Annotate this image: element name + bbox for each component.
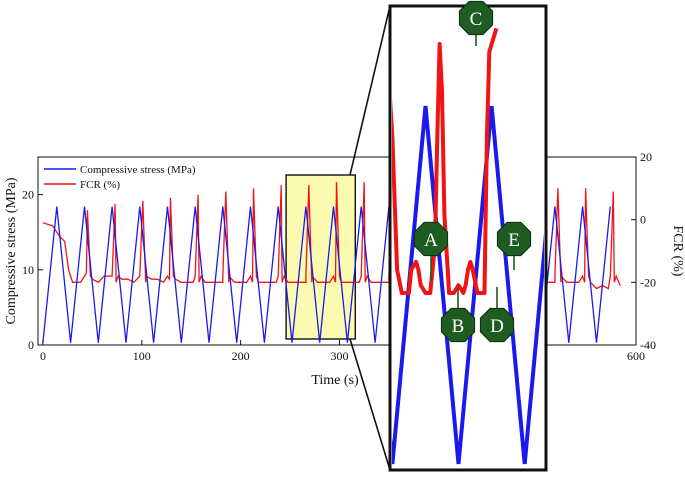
- marker-label-e: E: [508, 230, 520, 251]
- marker-label-a: A: [424, 230, 438, 251]
- y-right-tick-label: 20: [640, 150, 652, 164]
- zoom-fcr-line: [392, 27, 499, 295]
- marker-octagon-e: [496, 221, 532, 257]
- y-right-axis-title: FCR (%): [670, 226, 685, 277]
- y-left-tick-label: 0: [28, 338, 34, 352]
- plot-frame: [37, 156, 637, 346]
- zoom-connector-bottom: [349, 338, 391, 471]
- x-axis-title: Time (s): [311, 373, 359, 388]
- legend-label-fcr: FCR (%): [80, 179, 120, 191]
- zoom-content: [392, 27, 544, 465]
- y-left-tick-label: 10: [22, 263, 34, 277]
- marker-octagon-b: [440, 307, 476, 343]
- x-tick-label: 600: [627, 349, 645, 363]
- marker-octagon-d: [479, 307, 515, 343]
- y-right-tick-label: 0: [640, 213, 646, 227]
- zoom-connector-top: [349, 5, 391, 176]
- zoom-inset: A B C D E: [349, 0, 548, 472]
- marker-label-c: C: [470, 9, 483, 30]
- x-tick-label: 100: [133, 349, 151, 363]
- y-right-tick-label: -40: [640, 338, 656, 352]
- y-left-axis-title: Compressive stress (MPa): [4, 177, 19, 324]
- marker-label-b: B: [452, 316, 465, 337]
- marker-octagon-a: [413, 221, 449, 257]
- x-tick-label: 300: [330, 349, 348, 363]
- x-tick-label: 200: [232, 349, 250, 363]
- y-right-tick-label: -20: [640, 275, 656, 289]
- marker-label-d: D: [490, 316, 504, 337]
- legend-label-stress: Compressive stress (MPa): [80, 164, 196, 176]
- y-left-tick-label: 20: [22, 188, 34, 202]
- x-tick-label: 0: [40, 349, 46, 363]
- marker-octagon-c: [458, 0, 494, 36]
